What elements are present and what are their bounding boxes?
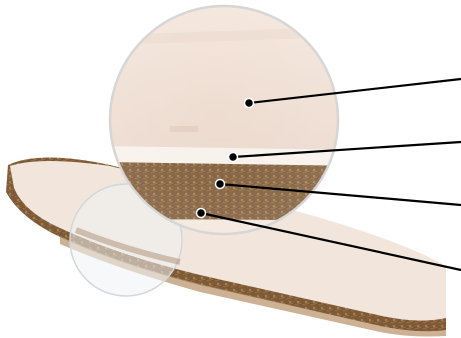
callout-dot-bottom-layer — [197, 209, 206, 218]
callout-dot-white-layer — [229, 153, 238, 162]
callout-dot-coir-layer — [216, 180, 225, 189]
callout-dot-top-cover — [245, 99, 254, 108]
